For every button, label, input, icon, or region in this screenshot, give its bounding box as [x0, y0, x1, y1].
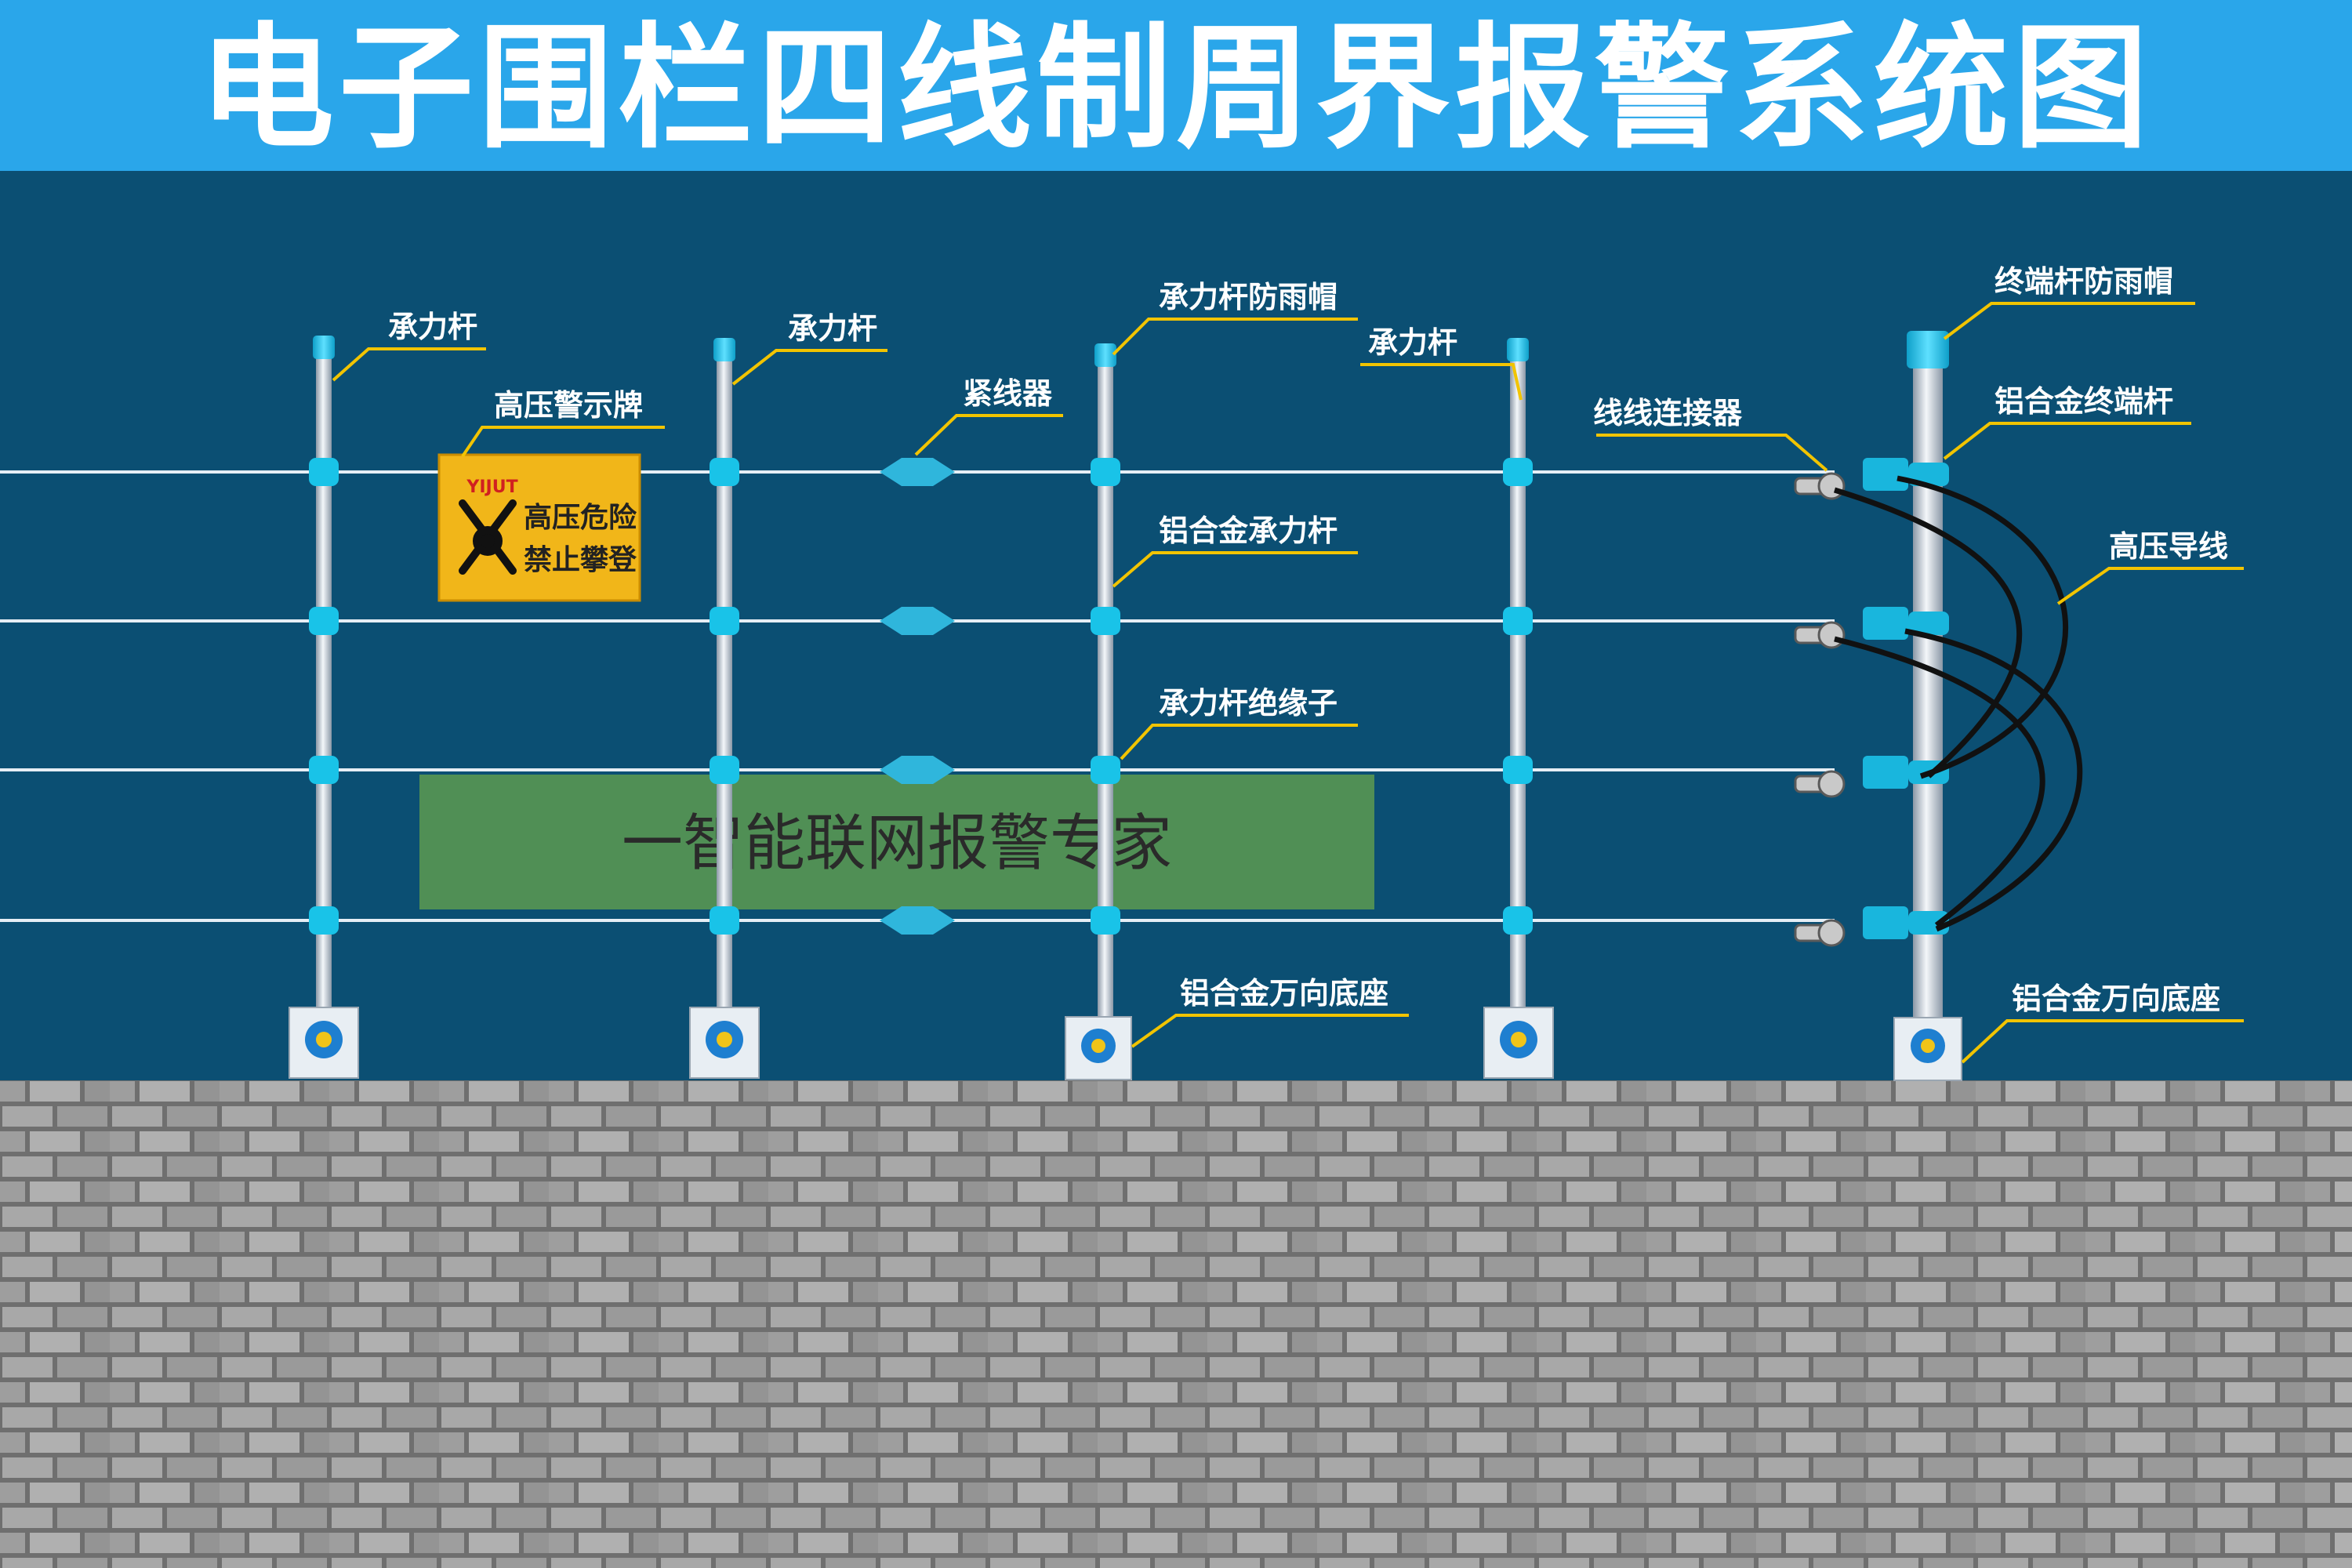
- sign-brand: YIJUT: [466, 477, 517, 497]
- leader-alupole: [1112, 551, 1358, 588]
- label-base-end: 铝合金万向底座: [2012, 982, 2220, 1016]
- leader-raincap: [1112, 318, 1358, 356]
- terminal-pole: [1863, 331, 1962, 1081]
- insulator-icon: [1091, 458, 1120, 935]
- label-end-pole: 铝合金终端杆: [1994, 384, 2173, 419]
- label-warning-sign: 高压警示牌: [494, 388, 643, 423]
- leader-endcap: [1943, 302, 2195, 340]
- pole-shaft: [316, 349, 332, 1007]
- tensioner-icon: [880, 458, 955, 935]
- rain-cap-icon: [713, 338, 735, 361]
- leader-sign: [461, 426, 665, 458]
- callout-labels: 承力杆 承力杆 高压警示牌 紧线器 承力杆防雨帽 铝合金承力杆 承力杆绝缘子 铝…: [388, 264, 2228, 1016]
- watermark-text: 一智能联网报警专家: [622, 808, 1172, 879]
- sign-line-2: 禁止攀登: [524, 544, 637, 576]
- pole-shaft: [1510, 351, 1526, 1007]
- insulator-icon: [1503, 458, 1533, 935]
- label-pole-4: 承力杆: [1368, 325, 1457, 360]
- insulator-icon: [710, 458, 739, 935]
- leader-pole1: [332, 347, 486, 382]
- rain-cap-icon: [1507, 338, 1529, 361]
- watermark: 一智能联网报警专家: [419, 775, 1374, 909]
- pole-shaft: [1098, 357, 1113, 1031]
- brick-texture: [0, 1080, 2352, 1568]
- page-title: 电子围栏四线制周界报警系统图: [199, 9, 2153, 167]
- watermark-band: [419, 775, 1374, 909]
- leader-pole2: [731, 349, 887, 386]
- label-tensioner: 紧线器: [963, 376, 1053, 411]
- label-end-cap: 终端杆防雨帽: [1994, 264, 2173, 299]
- rain-cap-icon: [1094, 343, 1116, 367]
- leader-pole4: [1360, 363, 1523, 401]
- leader-base-end: [1961, 1019, 2244, 1064]
- bearing-pole-1: [289, 336, 359, 1079]
- label-rain-cap: 承力杆防雨帽: [1159, 280, 1338, 314]
- label-connector: 线线连接器: [1593, 396, 1743, 430]
- title-banner: 电子围栏四线制周界报警系统图: [0, 0, 2352, 171]
- warning-sign: YIJUT 高压危险 禁止攀登: [437, 453, 641, 602]
- universal-base-icon: [689, 1007, 760, 1079]
- leader-endpole: [1943, 422, 2191, 460]
- leader-base-mid: [1131, 1014, 1409, 1048]
- universal-base-icon: [1483, 1007, 1554, 1079]
- bearing-pole-2: [689, 338, 760, 1079]
- label-pole-1: 承力杆: [388, 310, 477, 344]
- bearing-pole-4: [1483, 338, 1554, 1079]
- label-alu-pole: 铝合金承力杆: [1159, 514, 1338, 548]
- end-rain-cap-icon: [1907, 331, 1949, 368]
- label-hv-wire: 高压导线: [2109, 529, 2228, 564]
- label-base-mid: 铝合金万向底座: [1180, 976, 1388, 1011]
- leader-connector: [1596, 434, 1828, 472]
- sign-line-1: 高压危险: [524, 502, 637, 534]
- universal-base-icon: [289, 1007, 359, 1079]
- universal-base-icon: [1893, 1017, 1962, 1081]
- insulator-icon: [309, 458, 339, 935]
- wire-connector-icon: [1794, 472, 1846, 947]
- leader-lines: [332, 302, 2244, 1064]
- danger-icon: [459, 499, 517, 575]
- pole-shaft: [717, 351, 732, 1007]
- label-insulator: 承力杆绝缘子: [1159, 686, 1338, 720]
- leader-hvwire: [2056, 567, 2244, 605]
- rain-cap-icon: [313, 336, 335, 359]
- leader-tensioner: [914, 414, 1063, 456]
- leader-insulator: [1120, 724, 1358, 760]
- diagram-background: [0, 171, 2352, 1080]
- hv-wire: [1833, 475, 2083, 932]
- label-pole-2: 承力杆: [788, 311, 877, 346]
- bearing-pole-3: [1065, 343, 1132, 1080]
- universal-base-icon: [1065, 1016, 1132, 1080]
